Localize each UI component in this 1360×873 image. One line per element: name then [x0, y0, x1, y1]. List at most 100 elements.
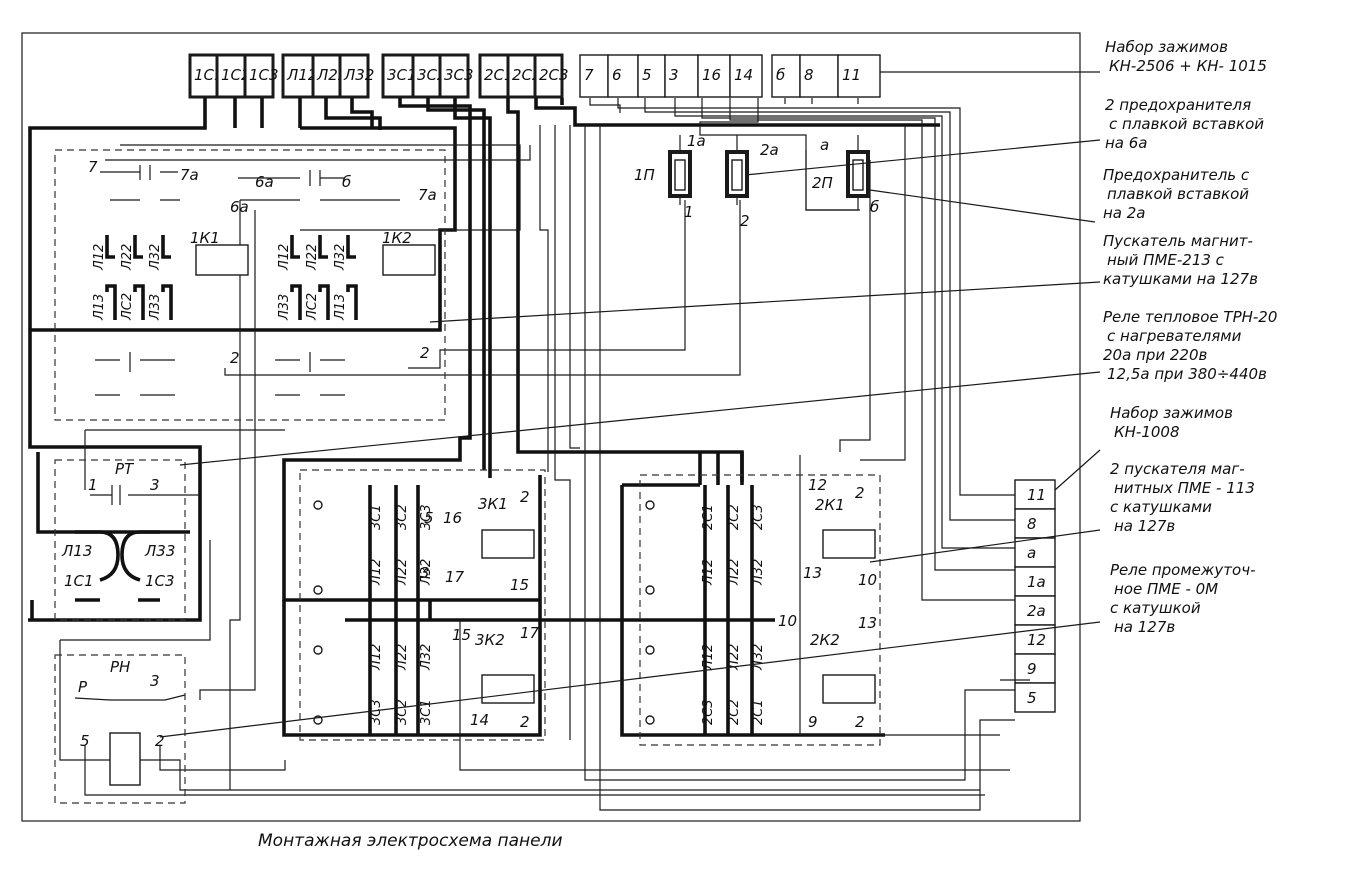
right-terminal-cell [1014, 508, 1056, 539]
terminal-node [645, 585, 655, 595]
annotation-line: с нагревателями [1107, 327, 1242, 345]
right-terminal-label: 11 [1027, 486, 1046, 504]
right-terminal-cell [1014, 653, 1056, 684]
annotation-line: Набор зажимов [1105, 38, 1228, 56]
top-terminal-label: 2С1 [484, 66, 514, 84]
contact-label: Л32 [751, 644, 766, 671]
s1-t6a: 6а [230, 198, 249, 216]
fuse-a: а [820, 136, 829, 154]
top-terminal-label: Л32 [343, 66, 374, 84]
right-terminal-cell [1014, 595, 1056, 626]
fuse-a1: 1а [687, 132, 706, 150]
contact-label: 2С2 [727, 504, 742, 530]
caption: Монтажная электросхема панели [258, 831, 563, 851]
annotation-line: КН-1008 [1114, 423, 1180, 441]
contact-label: Л33 [277, 294, 292, 321]
contact-label: 3С3 [419, 504, 434, 530]
annotation-line: 12,5а при 380÷440в [1107, 365, 1267, 383]
contact-label: 2С3 [701, 699, 716, 725]
terminal-label: 10 [858, 571, 877, 589]
terminal-label: 2К1 [815, 496, 845, 514]
top-terminal-cell [311, 53, 342, 99]
top-terminal-label: б [776, 66, 785, 84]
terminal-node [313, 645, 323, 655]
right-terminal-label: а [1027, 544, 1036, 562]
annotation-line: катушками на 127в [1103, 270, 1258, 288]
terminal-label: 5 [424, 509, 434, 527]
terminal-label: 2К2 [810, 631, 840, 649]
s1-coil-k1: 1К1 [190, 229, 220, 247]
terminal-label: 13 [858, 614, 877, 632]
annotation-line: на 2а [1103, 204, 1146, 222]
annotation-line: ное ПМЕ - 0М [1114, 580, 1218, 598]
annotation-line: Реле промежуточ- [1110, 561, 1256, 579]
top-terminal-label: 8 [804, 66, 814, 84]
rn-p: Р [78, 678, 88, 696]
contact-label: Л22 [120, 244, 135, 271]
contact-label: 3С1 [369, 504, 384, 530]
right-terminal-label: 5 [1027, 689, 1037, 707]
top-terminal-label: 11 [842, 66, 861, 84]
contact-label: Л32 [148, 244, 163, 271]
annotation-line: Пускатель магнит- [1103, 232, 1253, 250]
top-terminal-label: 2С3 [539, 66, 569, 84]
s1-node-left: 2 [230, 349, 240, 367]
annotation-line: с плавкой вставкой [1109, 115, 1264, 133]
top-terminal-label: 1С2 [221, 66, 251, 84]
terminal-label: 17 [445, 568, 465, 586]
annotation-line: плавкой вставкой [1107, 185, 1249, 203]
top-terminal-cell [438, 53, 470, 99]
contact-label: 2С3 [751, 504, 766, 530]
contact-label: Л22 [395, 559, 410, 586]
fuse1-out: 1 [684, 203, 694, 221]
contact-label: Л12 [92, 244, 107, 271]
annotation-line: нитных ПМЕ - 113 [1114, 479, 1255, 497]
right-terminal-label: 2а [1027, 602, 1046, 620]
contact-label: 2С2 [727, 699, 742, 725]
fuse2-label: 2П [812, 174, 833, 192]
terminal-label: 17 [520, 624, 540, 642]
terminal-node [645, 715, 655, 725]
rt-title: РТ [115, 460, 135, 478]
rn-t2: 2 [155, 732, 165, 750]
terminal-node [313, 500, 323, 510]
rn-t5: 5 [80, 732, 90, 750]
top-terminal-label: 3С3 [444, 66, 474, 84]
rt-c1: 1С1 [64, 572, 94, 590]
terminal-label: 15 [510, 576, 529, 594]
contact-label: Л22 [727, 559, 742, 586]
contact-label: 3С1 [419, 699, 434, 725]
s1-t7a: 7а [180, 166, 199, 184]
top-terminal-cell [533, 53, 564, 99]
terminal-node [313, 585, 323, 595]
top-terminal-label: 3 [669, 66, 679, 84]
annotation-line: КН-2506 + КН- 1015 [1109, 57, 1267, 75]
top-terminal-label: 14 [734, 66, 753, 84]
top-terminal-cell [188, 53, 219, 99]
enclosures [54, 149, 881, 804]
rt-l33: Л33 [144, 542, 175, 560]
contact-label: Л22 [305, 244, 320, 271]
right-terminal-label: 12 [1027, 631, 1046, 649]
top-terminal-cell [243, 53, 275, 99]
contact-label: Л12 [701, 644, 716, 671]
top-terminal-cell [215, 53, 247, 99]
top-terminal-label: 16 [702, 66, 721, 84]
thin-wiring [59, 98, 1030, 811]
terminal-label: 10 [778, 612, 797, 630]
annotation-line: на 127в [1114, 517, 1175, 535]
top-terminal-cell [837, 54, 881, 98]
starter-3: 2С1Л12Л122С32С2Л22Л222С22С3Л32Л322С1122К… [645, 476, 877, 731]
terminal-label: 13 [803, 564, 822, 582]
contact-label: 2С1 [701, 504, 716, 530]
terminal-label: 16 [443, 509, 462, 527]
panel-border [21, 32, 1081, 822]
terminal-label: 2 [855, 713, 865, 731]
rn-t3: 3 [150, 672, 160, 690]
right-terminal-cell [1014, 682, 1056, 713]
contact-label: Л22 [727, 644, 742, 671]
annotation-line: Предохранитель с [1103, 166, 1250, 184]
terminal-label: 3 [420, 564, 430, 582]
